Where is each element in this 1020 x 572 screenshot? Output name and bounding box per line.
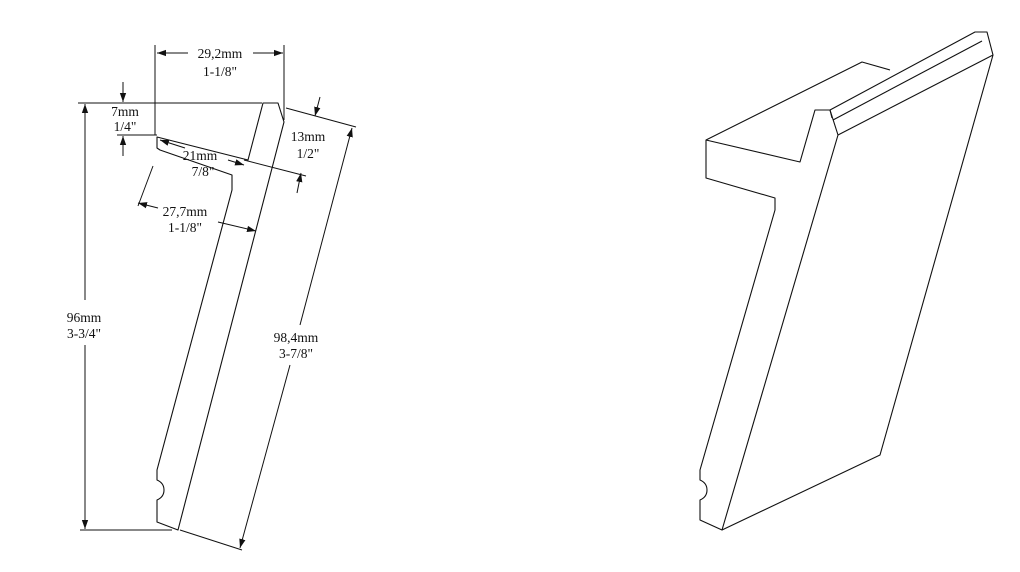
dim-body-width: 27,7mm 1-1/8"	[137, 165, 257, 235]
svg-text:1/4": 1/4"	[114, 119, 137, 134]
dim-width-total: 29,2mm 1-1/8"	[154, 45, 285, 135]
svg-text:3-7/8": 3-7/8"	[279, 346, 313, 361]
svg-text:98,4mm: 98,4mm	[274, 330, 319, 345]
profile-outline	[156, 102, 285, 531]
dim-height: 96mm 3-3/4"	[67, 104, 172, 531]
svg-text:7mm: 7mm	[111, 104, 139, 119]
svg-text:21mm: 21mm	[183, 148, 218, 163]
svg-text:1-1/8": 1-1/8"	[168, 220, 202, 235]
svg-text:1-1/8": 1-1/8"	[203, 64, 237, 79]
svg-text:27,7mm: 27,7mm	[163, 204, 208, 219]
isometric-view	[699, 31, 994, 531]
svg-text:3-3/4": 3-3/4"	[67, 326, 101, 341]
svg-text:29,2mm: 29,2mm	[198, 46, 243, 61]
dim-lip-height: 7mm 1/4"	[78, 82, 262, 156]
svg-text:7/8": 7/8"	[192, 164, 215, 179]
svg-text:13mm: 13mm	[291, 129, 326, 144]
dim-lip-depth: 21mm 7/8"	[159, 139, 307, 179]
svg-text:1/2": 1/2"	[297, 146, 320, 161]
dim-thickness: 13mm 1/2"	[285, 96, 357, 194]
dim-length: 98,4mm 3-7/8"	[179, 127, 353, 551]
svg-text:96mm: 96mm	[67, 310, 102, 325]
